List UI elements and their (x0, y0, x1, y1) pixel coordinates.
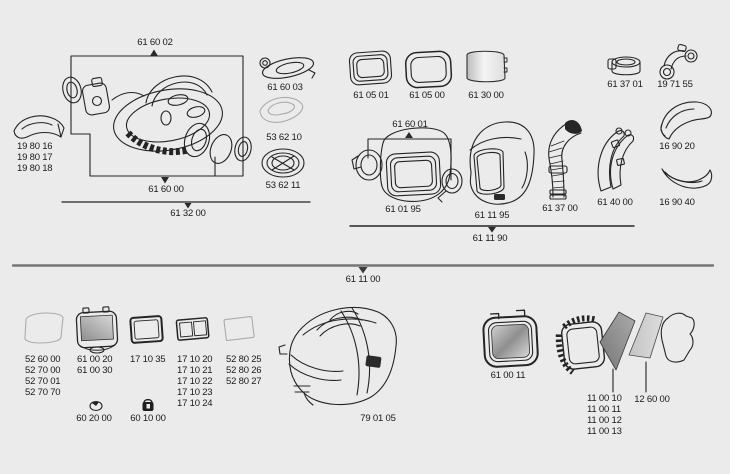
part-label: 19 80 18 (17, 163, 53, 174)
part-label: 61 11 00 (345, 274, 381, 285)
part-label: 61 01 95 (385, 204, 421, 215)
line-headgear-kit (61, 201, 311, 209)
part-label: 52 60 00 (25, 354, 61, 365)
part-label-stack: 52 60 00 52 70 00 52 70 01 52 70 70 (25, 354, 61, 398)
ribbed-frame-illustration (555, 315, 606, 375)
part-label: 16 90 20 (659, 141, 695, 152)
part-label-stack: 19 80 16 19 80 17 19 80 18 (17, 141, 53, 174)
part-label-stack: 52 80 25 52 80 26 52 80 27 (226, 354, 262, 387)
part-label: 52 70 00 (25, 365, 61, 376)
part-label: 11 00 11 (587, 404, 621, 415)
part-label: 16 90 40 (659, 197, 695, 208)
leader-lines-filter-stack (612, 361, 647, 393)
welding-filter-illustration (75, 306, 119, 354)
part-label: 19 71 55 (657, 79, 693, 90)
part-label: 61 60 00 (148, 184, 184, 195)
part-label: 52 70 70 (25, 387, 61, 398)
part-label: 11 00 10 (587, 393, 622, 404)
part-label: 61 00 30 (77, 365, 113, 376)
inner-plate-illustration (223, 315, 255, 342)
part-label: 52 80 26 (226, 365, 262, 376)
part-label: 17 10 35 (130, 354, 166, 365)
head-harness-illustration (597, 127, 635, 192)
air-deflector-illustration (261, 148, 305, 178)
head-strap-illustration (259, 57, 316, 79)
part-label: 17 10 22 (177, 376, 213, 387)
part-label: 19 80 17 (17, 152, 53, 163)
passive-filter-illustration (599, 311, 636, 371)
part-label: 61 11 90 (472, 233, 508, 244)
part-label: 61 37 00 (542, 203, 578, 214)
part-label: 53 62 10 (266, 132, 302, 143)
filter-holder-illustration (482, 309, 539, 368)
front-frame-illustration (129, 315, 164, 344)
part-label: 11 00 13 (587, 426, 622, 437)
pivot-kit-illustration (659, 43, 698, 80)
part-label: 61 00 20 (77, 354, 113, 365)
part-label: 53 62 11 (265, 180, 301, 191)
part-label: 61 60 02 (137, 37, 173, 48)
part-label: 19 80 16 (17, 141, 53, 152)
air-gasket-illustration (259, 96, 304, 123)
part-label: 61 60 01 (392, 119, 428, 130)
part-label: 52 80 25 (226, 354, 262, 365)
battery-illustration (142, 398, 154, 411)
part-label: 17 10 21 (177, 365, 213, 376)
part-label-stack: 61 00 20 61 00 30 (77, 354, 113, 376)
part-label: 61 05 00 (409, 90, 445, 101)
line-helmet-assembly (349, 225, 635, 233)
divider-complete-assembly (11, 264, 715, 274)
gasket-outline-illustration (660, 312, 695, 363)
part-label: 61 32 00 (170, 208, 206, 219)
part-label: 79 01 05 (360, 413, 396, 424)
part-label: 61 11 95 (474, 210, 510, 221)
part-label: 61 40 00 (597, 197, 633, 208)
plug-illustration (89, 400, 103, 412)
headgear-illustration (62, 75, 252, 164)
front-cover-illustration (660, 101, 712, 140)
part-label: 12 60 00 (634, 394, 670, 405)
visor-frame-inner-illustration (348, 50, 393, 86)
part-label: 61 05 01 (353, 90, 389, 101)
part-label: 11 00 12 (587, 415, 622, 426)
carry-bag-illustration (278, 306, 397, 406)
part-label: 61 30 00 (468, 90, 504, 101)
part-label: 52 70 01 (25, 376, 61, 387)
outer-plate-illustration (24, 312, 64, 344)
filter-frames-illustration (175, 317, 210, 341)
bracket-headgear-group (70, 49, 244, 184)
part-label: 17 10 24 (177, 398, 213, 409)
part-label: 17 10 20 (177, 354, 213, 365)
visor-plate-illustration (466, 50, 508, 83)
visor-frame-outer-illustration (404, 50, 453, 89)
chin-guard-illustration (661, 168, 713, 189)
hose-strap-illustration (607, 56, 641, 76)
part-label: 17 10 23 (177, 387, 213, 398)
part-label: 61 60 03 (267, 82, 303, 93)
air-duct-illustration (548, 119, 582, 200)
part-label-stack: 11 00 10 11 00 11 11 00 12 11 00 13 (587, 393, 622, 437)
inner-shield-illustration (351, 127, 463, 203)
helmet-shell-illustration (469, 121, 535, 205)
part-label: 60 10 00 (130, 413, 166, 424)
part-label-stack: 17 10 20 17 10 21 17 10 22 17 10 23 17 1… (177, 354, 213, 409)
part-label: 61 37 01 (607, 79, 643, 90)
cover-plate-illustration (628, 312, 664, 359)
part-label: 52 80 27 (226, 376, 262, 387)
part-label: 61 00 11 (490, 370, 526, 381)
part-label: 60 20 00 (76, 413, 112, 424)
sweatband-illustration (13, 115, 65, 139)
